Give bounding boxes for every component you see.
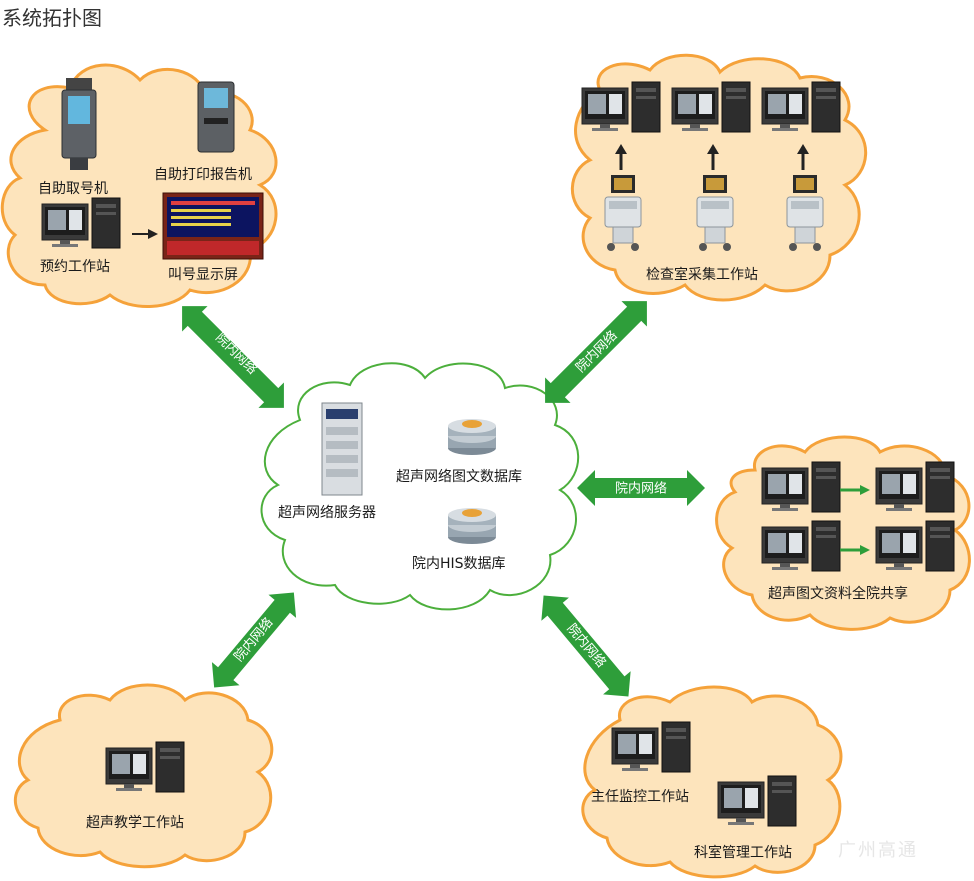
image-text-db-icon (448, 419, 496, 455)
label-booking-station: 预约工作站 (40, 259, 110, 275)
server-device (321, 402, 363, 496)
label-queue-kiosk: 自助取号机 (38, 181, 108, 197)
link-arrow-top-left (182, 306, 284, 408)
call-display-screen (162, 192, 264, 260)
capture-pc-2 (671, 81, 751, 133)
label-teaching: 超声教学工作站 (86, 815, 184, 831)
link-label-bottom-left: 院内网络 (231, 615, 277, 665)
share-pc-2 (875, 461, 955, 513)
label-director: 主任监控工作站 (591, 789, 689, 805)
label-db-his: 院内HIS数据库 (412, 556, 506, 572)
label-db-image-text: 超声网络图文数据库 (396, 469, 522, 485)
link-arrow-top-right (545, 301, 647, 403)
capture-pc-3 (761, 81, 841, 133)
page-title: 系统拓扑图 (2, 6, 102, 30)
dept-mgmt-pc (717, 775, 797, 827)
label-share: 超声图文资料全院共享 (768, 586, 908, 602)
director-pc (611, 721, 691, 773)
booking-workstation-device (41, 197, 121, 249)
link-label-top-right: 院内网络 (573, 328, 621, 376)
label-report-kiosk: 自助打印报告机 (154, 167, 252, 183)
link-arrow-bottom-right (541, 595, 631, 697)
queue-kiosk-device (61, 78, 97, 170)
teaching-pc (105, 741, 185, 793)
label-server: 超声网络服务器 (278, 505, 376, 521)
label-exam-capture: 检查室采集工作站 (646, 267, 758, 283)
share-pc-4 (875, 520, 955, 572)
link-arrow-right (577, 470, 705, 506)
label-call-display: 叫号显示屏 (168, 267, 238, 283)
report-kiosk-device (197, 81, 235, 153)
link-arrow-bottom-left (211, 592, 297, 688)
share-pc-1 (761, 461, 841, 513)
capture-pc-1 (581, 81, 661, 133)
share-pc-3 (761, 520, 841, 572)
link-label-right: 院内网络 (615, 481, 667, 497)
link-label-bottom-right: 院内网络 (564, 621, 610, 671)
watermark: 广州高通 (838, 840, 918, 861)
his-db-icon (448, 508, 496, 544)
label-dept-mgmt: 科室管理工作站 (694, 845, 792, 861)
